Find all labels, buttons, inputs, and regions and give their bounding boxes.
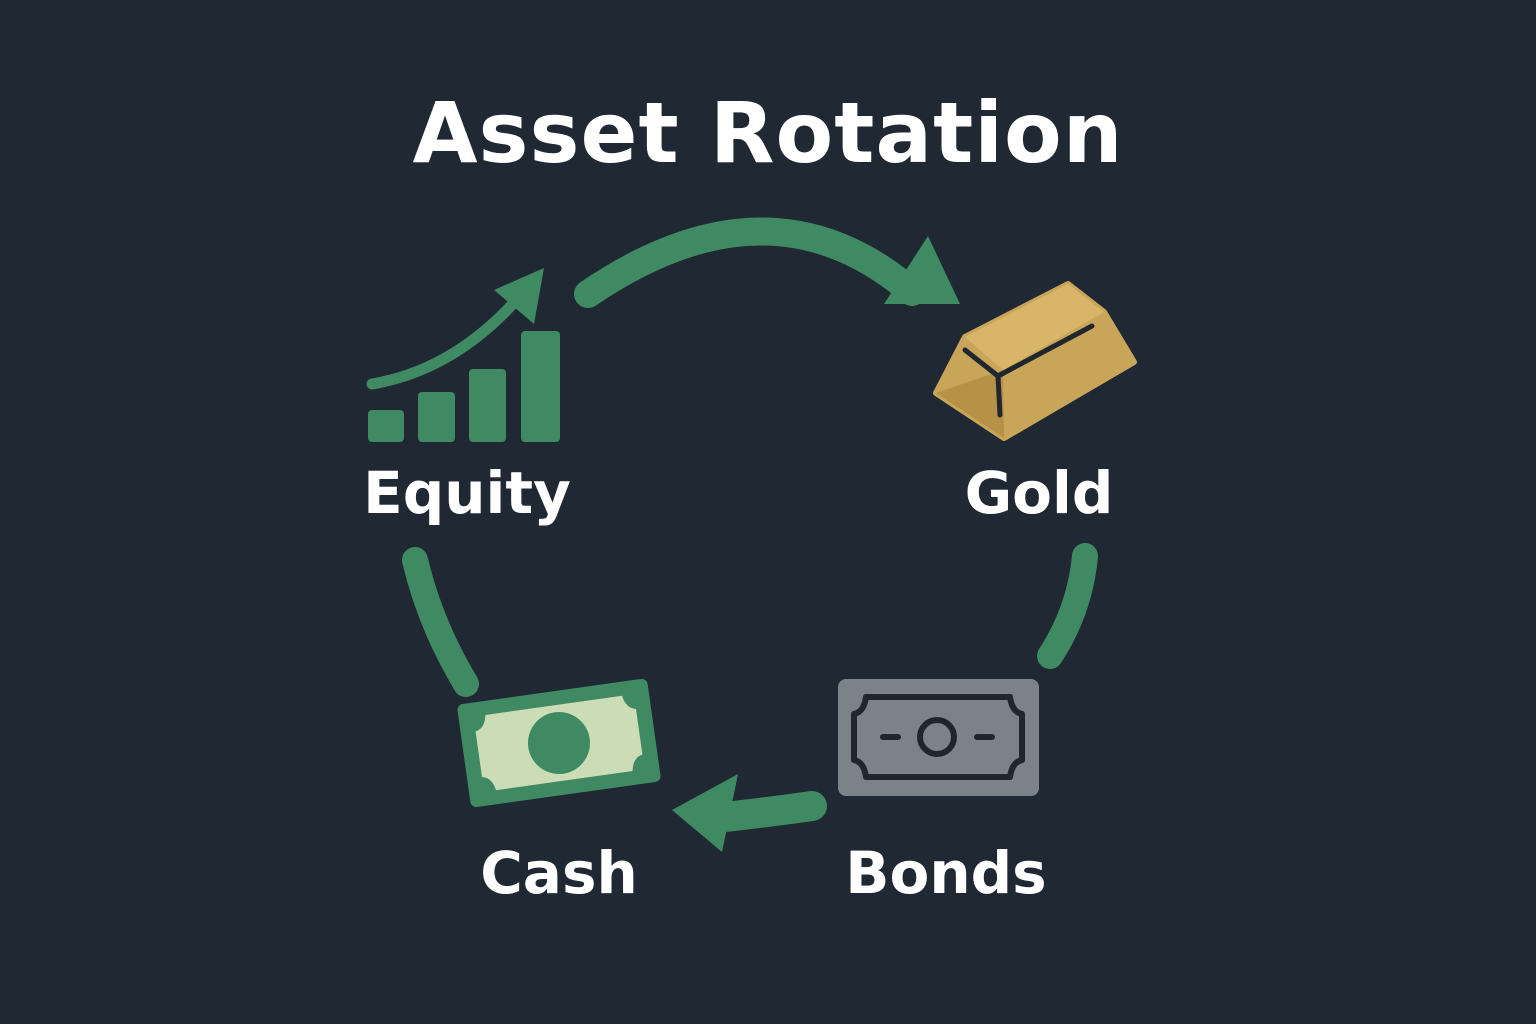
arrow-equity-to-gold <box>574 217 960 308</box>
node-label-cash: Cash <box>480 839 638 907</box>
node-label-bonds: Bonds <box>845 839 1047 907</box>
gold-bar-icon <box>933 281 1137 441</box>
banknote-icon <box>457 678 661 808</box>
node-label-equity: Equity <box>363 459 571 527</box>
bar-chart-up-arrow-icon <box>366 268 560 442</box>
arrow-gold-to-bonds <box>1037 543 1098 669</box>
diagram-title: Asset Rotation <box>412 84 1124 182</box>
arrow-bonds-to-cash <box>672 774 827 852</box>
node-label-gold: Gold <box>964 459 1114 527</box>
arrow-cash-to-equity <box>402 547 479 697</box>
bond-certificate-icon <box>838 679 1039 796</box>
